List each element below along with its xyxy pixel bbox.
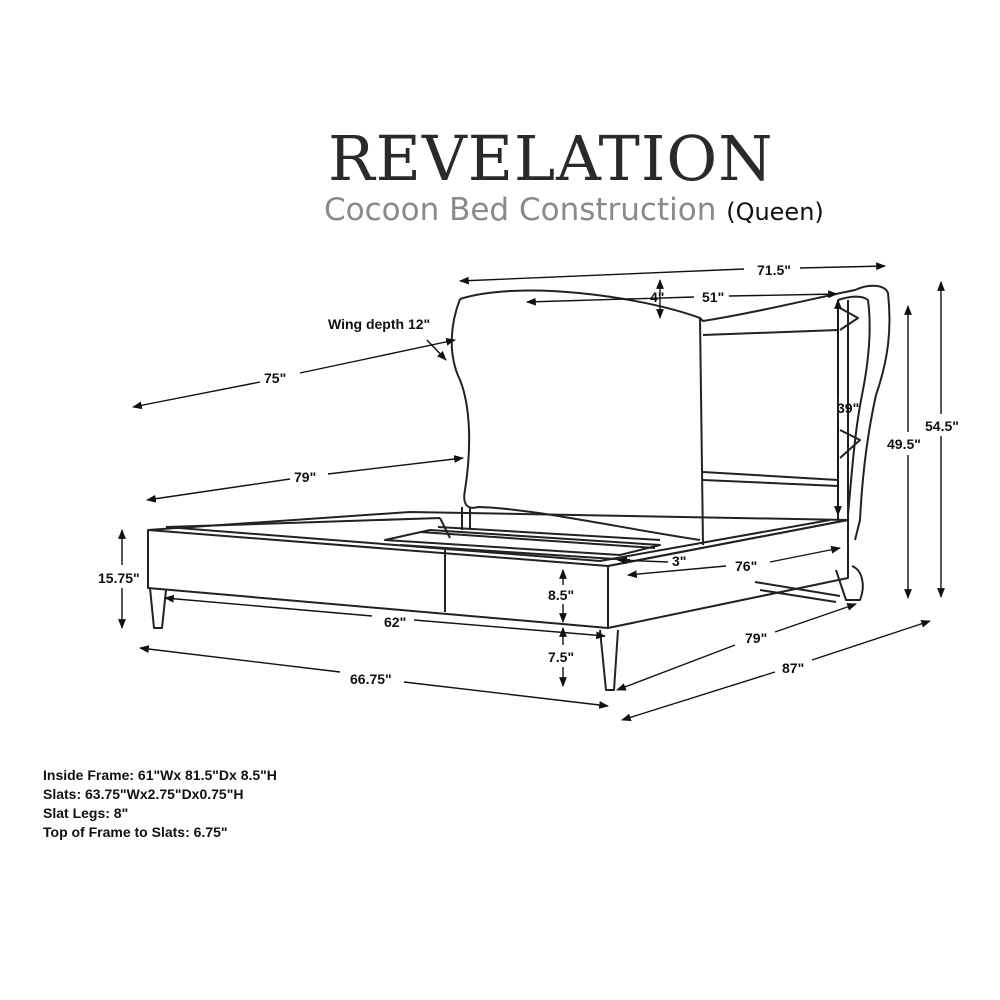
dim-line-inner-width [526, 296, 695, 306]
label-height-49: 49.5" [887, 436, 921, 452]
dim-line-79-right [616, 644, 736, 691]
leg-front-right [599, 629, 619, 691]
slats [384, 526, 661, 561]
label-leg-height: 7.5" [548, 649, 574, 665]
diagram-title: Cocoon Bed Construction (Queen) [324, 192, 824, 229]
dim-line-79-right-r [774, 603, 857, 633]
headboard-wing [837, 295, 871, 516]
headboard-outline [450, 284, 891, 546]
title-text: Cocoon Bed Construction [324, 192, 717, 228]
label-wing-offset: 4" [650, 289, 664, 305]
leg-back-right [835, 565, 864, 601]
dim-line-75-r [299, 338, 456, 374]
label-frame-height: 15.75" [98, 570, 140, 586]
label-inner-length: 62" [384, 614, 406, 630]
label-wing-depth: Wing depth 12" [328, 316, 430, 332]
label-panel-height: 39" [837, 400, 859, 416]
dimension-lines [118, 262, 945, 722]
back-rail [754, 581, 841, 603]
dim-line-62-r [413, 619, 606, 640]
dim-line-87 [621, 671, 776, 722]
size-variant: (Queen) [726, 198, 824, 226]
label-length-79-right: 79" [745, 630, 767, 646]
dim-line-87-r [811, 620, 931, 661]
dim-line-66 [139, 645, 341, 673]
label-overall-length: 87" [782, 660, 804, 676]
dim-line-inner-width-r [728, 290, 838, 299]
dim-line-76-r [769, 545, 841, 563]
dim-line-62 [164, 594, 373, 617]
spec-frame-to-slats: Top of Frame to Slats: 6.75" [43, 824, 228, 840]
spec-list: Inside Frame: 61"Wx 81.5"Dx 8.5"H Slats:… [43, 766, 277, 842]
label-length-75: 75" [264, 370, 286, 386]
dim-line-75 [132, 381, 261, 410]
label-total-width: 71.5" [757, 262, 791, 278]
dim-line-total-width-r [799, 262, 886, 271]
dim-line-79-left-r [327, 455, 464, 475]
headboard-leg [461, 507, 471, 530]
side-rail-right [607, 519, 849, 629]
frame-inner [165, 517, 831, 562]
label-overall-width: 66.75" [350, 671, 392, 687]
spec-slats: Slats: 63.75"Wx2.75"Dx0.75"H [43, 786, 244, 802]
side-rail-front [147, 530, 609, 629]
label-rail-gap: 3" [672, 553, 686, 569]
dim-line-3 [617, 556, 669, 565]
dim-line-76 [627, 565, 727, 579]
spec-slat-legs: Slat Legs: 8" [43, 805, 129, 821]
dim-line-total-width [459, 268, 745, 285]
dim-line-66-r [403, 681, 609, 709]
label-height-54: 54.5" [925, 418, 959, 434]
dim-line-79-left [146, 478, 291, 503]
label-length-79-left: 79" [294, 469, 316, 485]
dimension-labels: 71.5" 4" 51" Wing depth 12" 75" 79" 39" … [98, 262, 959, 687]
spec-inside-frame: Inside Frame: 61"Wx 81.5"Dx 8.5"H [43, 767, 277, 783]
dim-line-wing-depth [426, 339, 447, 361]
leg-front-left [149, 587, 167, 629]
label-inner-width: 51" [702, 289, 724, 305]
brand-logo: REVELATION [328, 122, 774, 195]
headboard-brace [839, 307, 861, 459]
label-rail-length: 76" [735, 558, 757, 574]
label-rail-height: 8.5" [548, 587, 574, 603]
headboard-crossbar [702, 329, 839, 487]
